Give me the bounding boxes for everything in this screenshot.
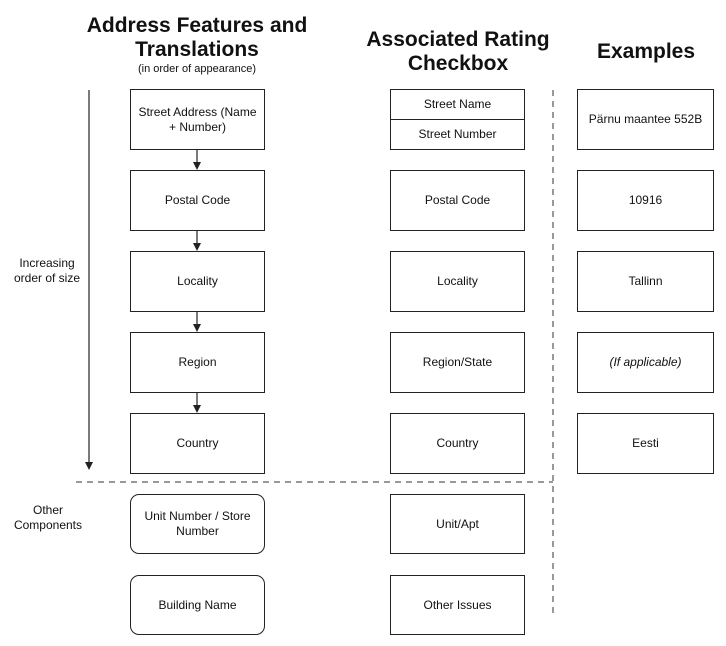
rating-country: Country (390, 413, 525, 474)
example-street-address: Pärnu maantee 552B (577, 89, 714, 150)
features-subtitle: (in order of appearance) (137, 63, 256, 75)
rating-street-box: Street Name Street Number (390, 89, 525, 150)
rating-street-name: Street Name (391, 90, 524, 120)
feature-country: Country (130, 413, 265, 474)
example-region: (If applicable) (577, 332, 714, 393)
feature-unit-number: Unit Number / Store Number (130, 494, 265, 554)
rating-other-issues: Other Issues (390, 575, 525, 635)
rating-street-number: Street Number (418, 126, 497, 141)
rating-locality: Locality (390, 251, 525, 312)
rating-postal-code: Postal Code (390, 170, 525, 231)
feature-region: Region (130, 332, 265, 393)
example-postal-code: 10916 (577, 170, 714, 231)
feature-postal-code: Postal Code (130, 170, 265, 231)
examples-title: Examples (596, 40, 696, 63)
rating-region-state: Region/State (390, 332, 525, 393)
example-locality: Tallinn (577, 251, 714, 312)
rating-unit-apt: Unit/Apt (390, 494, 525, 554)
other-components-label: Other Components (13, 503, 83, 532)
feature-locality: Locality (130, 251, 265, 312)
feature-street-address: Street Address (Name + Number) (130, 89, 265, 150)
size-order-label: Increasing order of size (13, 256, 81, 285)
example-country: Eesti (577, 413, 714, 474)
features-title: Address Features and Translations (86, 14, 308, 61)
feature-building-name: Building Name (130, 575, 265, 635)
rating-title: Associated Rating Checkbox (366, 28, 550, 75)
